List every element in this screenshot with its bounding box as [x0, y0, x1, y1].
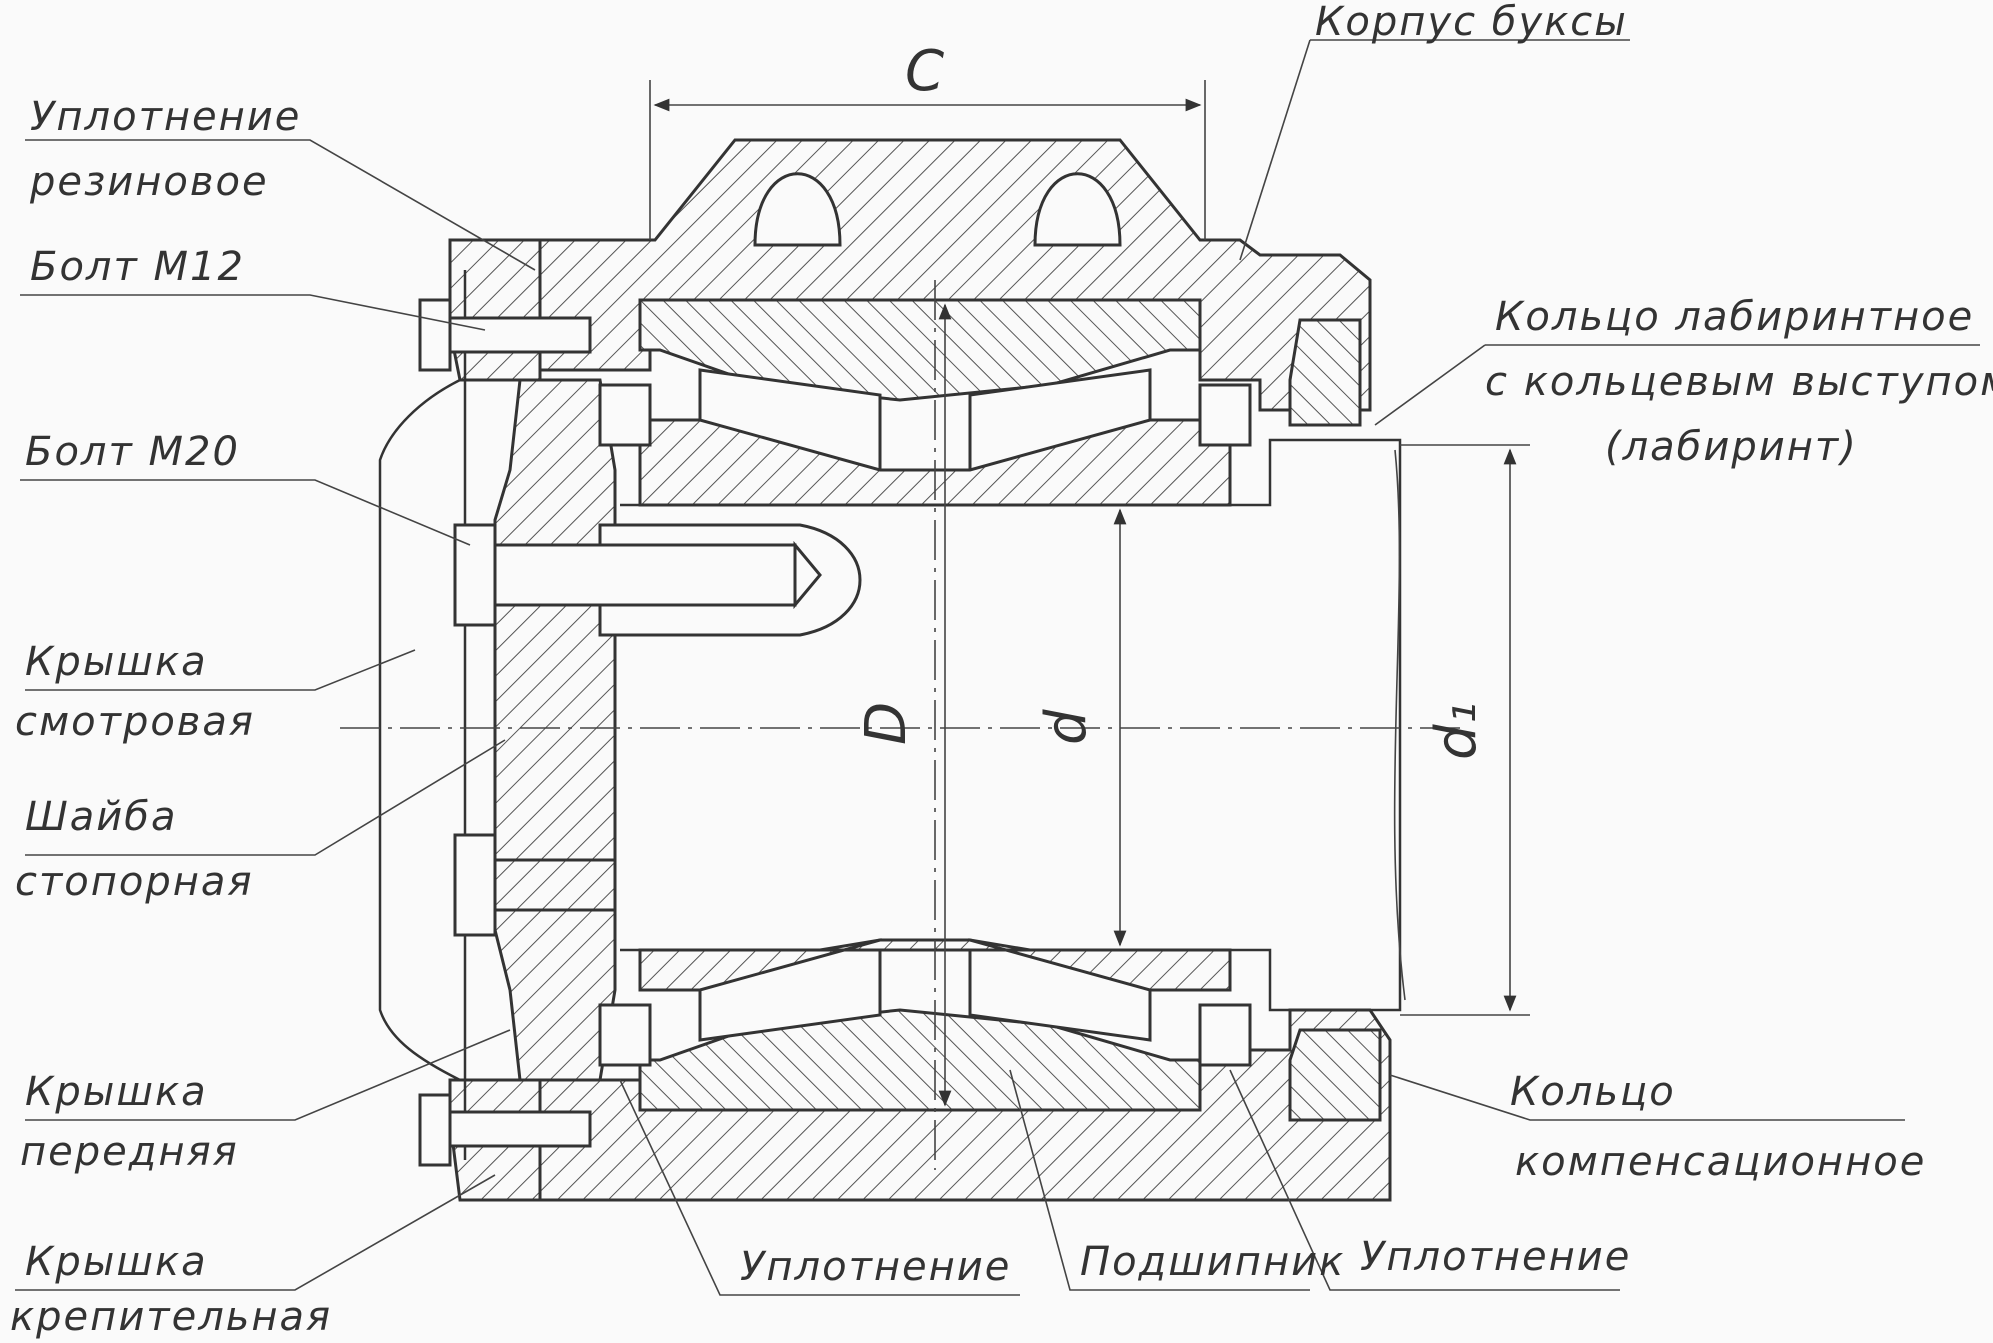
- label-compensation-ring-line1: Кольцо: [1510, 1069, 1676, 1115]
- label-labyrinth-ring-line1: Кольцо лабиринтное: [1495, 294, 1974, 340]
- lock-washer: [453, 833, 617, 937]
- label-cover-inspection-line2: смотровая: [15, 699, 255, 745]
- dimension-d1: d₁: [1400, 444, 1530, 1016]
- label-bolt-m12: Болт М12: [30, 244, 245, 290]
- label-cover-fastening-line1: Крышка: [25, 1239, 208, 1285]
- dimension-d-outer-label: D: [854, 702, 919, 745]
- label-cover-fastening-line2: крепительная: [10, 1294, 332, 1340]
- label-axlebox-housing: Корпус буксы: [1315, 0, 1628, 45]
- bolt-m12-lower: [418, 1093, 592, 1167]
- label-seal-rubber-line2: резиновое: [29, 159, 269, 205]
- labyrinth-ring: [1288, 318, 1362, 427]
- label-bearing: Подшипник: [1080, 1239, 1345, 1285]
- label-labyrinth-ring-line2: с кольцевым выступом: [1485, 359, 1993, 405]
- label-seal-left: Уплотнение: [740, 1244, 1011, 1290]
- compensation-ring: [1288, 1028, 1382, 1122]
- dimension-d1-label: d₁: [1424, 702, 1489, 760]
- bolt-m12-upper: [418, 298, 592, 372]
- label-washer-lock-line1: Шайба: [25, 794, 177, 840]
- axle-journal: [620, 438, 1406, 1012]
- inspection-cover: [378, 270, 467, 1160]
- label-cover-front-line1: Крышка: [25, 1069, 208, 1115]
- axlebox-housing-upper: [528, 138, 1372, 412]
- bearing-outer-ring-upper: [638, 298, 1202, 402]
- leader-lines: [15, 39, 1980, 1296]
- dimension-d-outer: D: [854, 303, 952, 1107]
- dimension-c: C: [649, 39, 1206, 240]
- label-bolt-m20: Болт М20: [25, 429, 240, 475]
- seals: [598, 383, 1252, 1067]
- label-seal-rubber-line1: Уплотнение: [30, 94, 301, 140]
- dimension-d-bore: d: [1034, 508, 1127, 947]
- part-labels: Уплотнение резиновое Болт М12 Болт М20 К…: [10, 0, 1993, 1340]
- label-cover-inspection-line1: Крышка: [25, 639, 208, 685]
- dimension-c-label: C: [905, 39, 944, 104]
- label-seal-right: Уплотнение: [1360, 1234, 1631, 1280]
- label-labyrinth-ring-line3: (лабиринт): [1605, 424, 1858, 470]
- label-washer-lock-line2: стопорная: [15, 859, 254, 905]
- bolt-m20: [453, 523, 822, 627]
- dimension-d-bore-label: d: [1034, 709, 1099, 745]
- label-cover-front-line2: передняя: [20, 1129, 239, 1175]
- label-compensation-ring-line2: компенсационное: [1515, 1139, 1926, 1185]
